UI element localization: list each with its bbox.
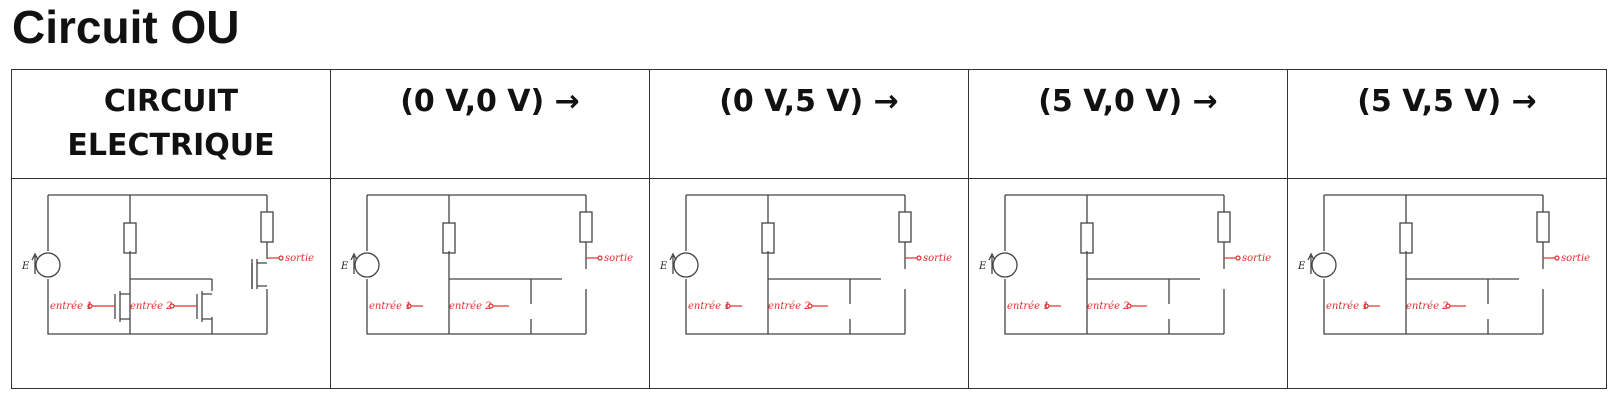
voltage-source-icon bbox=[35, 252, 61, 278]
header-row: CIRCUIT ELECTRIQUE (0 V,0 V) → (0 V,5 V)… bbox=[11, 69, 1607, 179]
resistor-1-icon bbox=[442, 222, 456, 254]
cell-state-05: E sortie entrée 1 entrée 2 bbox=[649, 178, 969, 389]
resistor-2-icon bbox=[1536, 211, 1550, 243]
header-input-50: (5 V,0 V) → bbox=[968, 69, 1288, 179]
input-2-label: entrée 2 bbox=[768, 301, 811, 312]
state-55-diagram: E sortie entrée 1 entrée 2 bbox=[1297, 194, 1590, 335]
output-terminal-icon bbox=[1554, 255, 1560, 261]
resistor-2-icon bbox=[898, 211, 912, 243]
input-2-terminal-icon bbox=[488, 303, 494, 309]
output-terminal-icon bbox=[1235, 255, 1241, 261]
output-label: sortie bbox=[285, 253, 314, 264]
source-label: E bbox=[21, 261, 30, 272]
header-circuit: CIRCUIT ELECTRIQUE bbox=[11, 69, 331, 179]
resistor-1-icon bbox=[1399, 222, 1413, 254]
cell-state-00: E sortie entrée 1 entrée 2 bbox=[330, 178, 650, 389]
input-1-terminal-icon bbox=[1044, 303, 1050, 309]
input-1-label: entrée 1 bbox=[1007, 301, 1050, 312]
output-terminal-icon bbox=[278, 255, 284, 261]
output-terminal-icon bbox=[916, 255, 922, 261]
output-label: sortie bbox=[1561, 253, 1590, 264]
input-1-terminal-icon bbox=[1363, 303, 1369, 309]
output-terminal-icon bbox=[597, 255, 603, 261]
source-label: E bbox=[1297, 261, 1306, 272]
source-label: E bbox=[659, 261, 668, 272]
voltage-source-icon bbox=[673, 252, 699, 278]
source-label: E bbox=[978, 261, 987, 272]
header-input-55: (5 V,5 V) → bbox=[1287, 69, 1607, 179]
cell-state-50: E sortie entrée 1 entrée 2 bbox=[968, 178, 1288, 389]
state-50-diagram: E sortie entrée 1 entrée 2 bbox=[978, 194, 1271, 335]
input-1-label: entrée 1 bbox=[50, 301, 93, 312]
header-input-05: (0 V,5 V) → bbox=[649, 69, 969, 179]
input-1-terminal-icon bbox=[87, 303, 93, 309]
input-2-terminal-icon bbox=[1445, 303, 1451, 309]
voltage-source-icon bbox=[992, 252, 1018, 278]
page-title: Circuit OU bbox=[12, 1, 240, 53]
truth-table: CIRCUIT ELECTRIQUE (0 V,0 V) → (0 V,5 V)… bbox=[11, 69, 1607, 389]
resistor-1-icon bbox=[1080, 222, 1094, 254]
input-1-terminal-icon bbox=[725, 303, 731, 309]
source-label: E bbox=[340, 261, 349, 272]
resistor-1-icon bbox=[123, 222, 137, 254]
input-2-terminal-icon bbox=[1126, 303, 1132, 309]
resistor-2-icon bbox=[579, 211, 593, 243]
state-05-diagram: E sortie entrée 1 entrée 2 bbox=[659, 194, 952, 335]
input-1-terminal-icon bbox=[406, 303, 412, 309]
header-input-00: (0 V,0 V) → bbox=[330, 69, 650, 179]
resistor-2-icon bbox=[1217, 211, 1231, 243]
cell-state-55: E sortie entrée 1 entrée 2 bbox=[1287, 178, 1607, 389]
input-1-label: entrée 1 bbox=[688, 301, 731, 312]
output-label: sortie bbox=[1242, 253, 1271, 264]
input-2-label: entrée 2 bbox=[130, 301, 173, 312]
output-label: sortie bbox=[604, 253, 633, 264]
cell-circuit: E sortie entrée 1 bbox=[11, 178, 331, 389]
input-2-terminal-icon bbox=[169, 303, 175, 309]
circuit-row: E sortie entrée 1 bbox=[11, 178, 1607, 389]
resistor-1-icon bbox=[761, 222, 775, 254]
voltage-source-icon bbox=[1311, 252, 1337, 278]
voltage-source-icon bbox=[354, 252, 380, 278]
input-1-label: entrée 1 bbox=[369, 301, 412, 312]
input-2-label: entrée 2 bbox=[449, 301, 492, 312]
input-1-label: entrée 1 bbox=[1326, 301, 1369, 312]
output-label: sortie bbox=[923, 253, 952, 264]
input-2-label: entrée 2 bbox=[1087, 301, 1130, 312]
state-00-diagram: E sortie entrée 1 entrée 2 bbox=[340, 194, 633, 335]
resistor-2-icon bbox=[260, 211, 274, 243]
input-2-terminal-icon bbox=[807, 303, 813, 309]
input-2-label: entrée 2 bbox=[1406, 301, 1449, 312]
or-circuit-diagram: E sortie entrée 1 bbox=[21, 194, 314, 335]
